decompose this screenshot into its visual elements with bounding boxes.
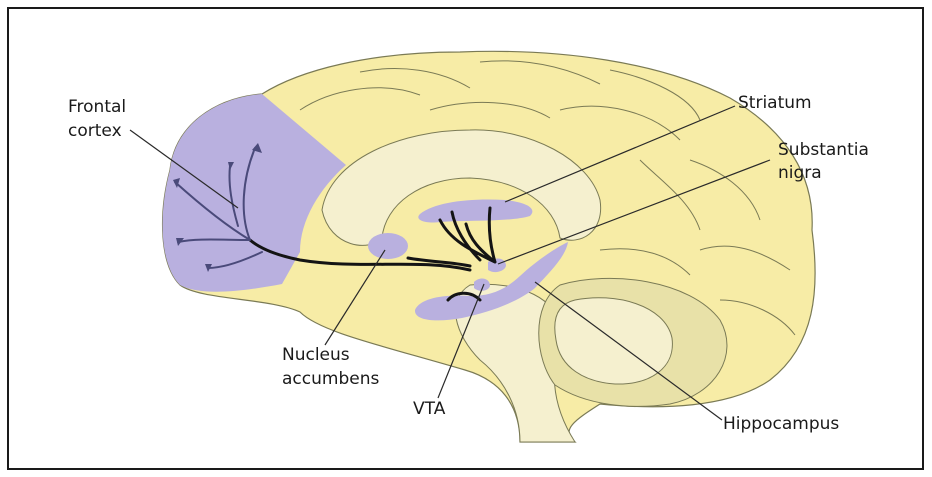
label-vta: VTA bbox=[413, 399, 446, 419]
label-nucleus-accumbens: Nucleus accumbens bbox=[282, 345, 379, 389]
nucleus-accumbens-region bbox=[368, 233, 408, 259]
label-striatum: Striatum bbox=[738, 93, 812, 113]
label-nucleus-accumbens-line1: Nucleus bbox=[282, 345, 350, 365]
label-substantia-nigra-line2: nigra bbox=[778, 163, 822, 183]
label-frontal-cortex: Frontal cortex bbox=[68, 97, 132, 141]
label-frontal-cortex-line1: Frontal bbox=[68, 97, 126, 117]
label-substantia-nigra-line1: Substantia bbox=[778, 140, 869, 160]
label-hippocampus: Hippocampus bbox=[723, 414, 839, 434]
label-nucleus-accumbens-line2: accumbens bbox=[282, 369, 379, 389]
label-frontal-cortex-line2: cortex bbox=[68, 121, 122, 141]
